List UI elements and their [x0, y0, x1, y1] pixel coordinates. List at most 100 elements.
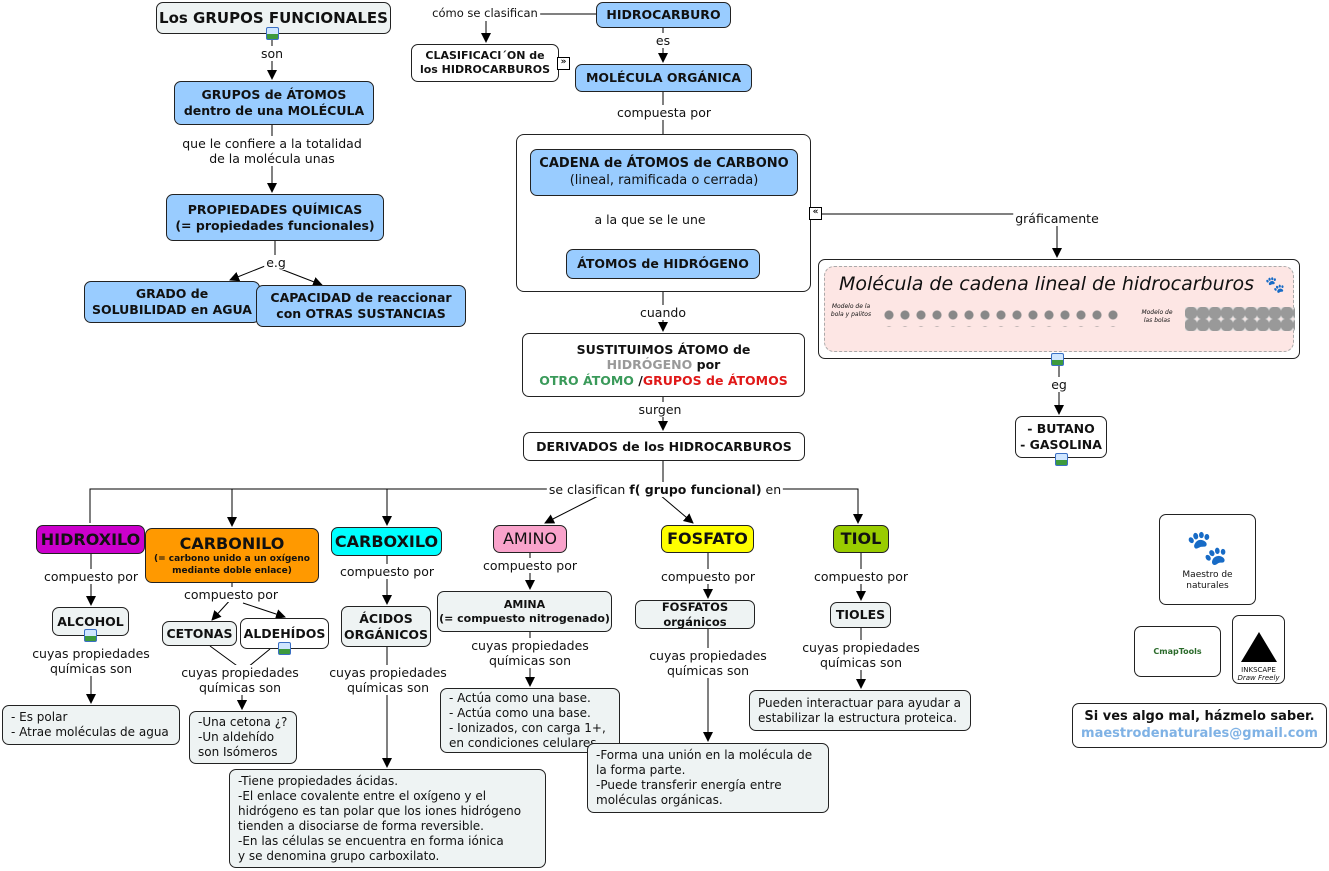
text: -Forma una unión en la molécula de: [596, 748, 813, 762]
text: estabilizar la estructura proteica.: [758, 710, 957, 725]
text: -Puede transferir energía entre: [596, 778, 782, 792]
text: DERIVADOS de los HIDROCARBUROS: [536, 438, 792, 454]
text: químicas son: [488, 653, 572, 668]
text: -Un aldehído: [198, 730, 275, 744]
text: CAPACIDAD de reaccionar: [270, 290, 452, 306]
image-icon[interactable]: [1055, 453, 1068, 466]
maestro-logo[interactable]: 🐾Maestro de naturales: [1159, 514, 1256, 605]
node-propiedades-quimicas[interactable]: PROPIEDADES QUÍMICAS(= propiedades funci…: [166, 194, 384, 241]
node-tiol[interactable]: TIOL: [833, 525, 889, 553]
text: Modelo de las bolas: [1141, 309, 1173, 324]
text: CARBONILO: [179, 534, 285, 554]
image-icon[interactable]: [266, 27, 279, 40]
node-props-carboxilo[interactable]: -Tiene propiedades ácidas.-El enlace cov…: [229, 769, 546, 868]
text: cuyas propiedades: [329, 665, 447, 680]
node-fosfatos-organicos[interactable]: FOSFATOS orgánicos: [635, 600, 755, 629]
text: los HIDROCARBUROS: [419, 63, 551, 76]
molecule-image: Molécula de cadena lineal de hidrocarbur…: [824, 266, 1295, 352]
text: -El enlace covalente entre el oxígeno y …: [238, 788, 487, 803]
node-fosfato[interactable]: FOSFATO: [661, 525, 754, 553]
node-derivados[interactable]: DERIVADOS de los HIDROCARBUROS: [523, 432, 805, 461]
text: (= propiedades funcionales): [175, 217, 375, 233]
text: /: [633, 372, 643, 388]
node-props-hidroxilo[interactable]: - Es polar- Atrae moléculas de agua: [2, 705, 180, 745]
node-cetonas[interactable]: CETONAS: [162, 621, 237, 646]
text: de la molécula unas: [209, 151, 335, 166]
inkscape-icon: [1240, 631, 1277, 662]
text: SUSTITUIMOS ÁTOMO de: [576, 341, 751, 357]
cmaptools-logo[interactable]: CmapTools: [1134, 626, 1221, 677]
node-cadena-carbono[interactable]: CADENA de ÁTOMOS de CARBONO(lineal, rami…: [530, 149, 798, 196]
text: mediante doble enlace): [172, 565, 292, 576]
text: (lineal, ramificada o cerrada): [569, 172, 759, 188]
submap-link-icon[interactable]: »: [557, 57, 570, 70]
text: moléculas orgánicas.: [596, 793, 723, 807]
node-amino[interactable]: AMINO: [493, 525, 567, 553]
text: HIDRÓGENO: [606, 357, 693, 373]
contact-node[interactable]: Si ves algo mal, házmelo saber.maestrode…: [1072, 703, 1327, 748]
node-hidroxilo[interactable]: HIDROXILO: [36, 525, 145, 554]
node-props-amino[interactable]: - Actúa como una base.- Actúa como una b…: [440, 688, 620, 753]
node-image-molecula[interactable]: Molécula de cadena lineal de hidrocarbur…: [818, 259, 1300, 359]
node-carboxilo[interactable]: CARBOXILO: [331, 527, 442, 556]
text: ÁCIDOS: [359, 610, 413, 626]
text: que le confiere a la totalidad: [182, 136, 362, 151]
node-atomos-hidrogeno[interactable]: ÁTOMOS de HIDRÓGENO: [566, 249, 760, 279]
text: FOSFATO: [667, 529, 748, 548]
text: - Ionizados, con carga 1+,: [449, 720, 606, 735]
image-icon[interactable]: [84, 629, 97, 642]
image-icon[interactable]: [278, 642, 291, 655]
paw-icon: 🐾: [1186, 528, 1229, 568]
paw-logo-icon: 🐾: [1265, 275, 1285, 294]
link-graficamente: gráficamente: [1013, 211, 1101, 226]
node-tioles[interactable]: TIOLES: [830, 602, 891, 628]
image-icon[interactable]: [1051, 353, 1064, 366]
text: hidrógeno es tan polar que los iones hid…: [238, 803, 522, 818]
node-molecula-organica[interactable]: MOLÉCULA ORGÁNICA: [575, 64, 752, 92]
text: -En las células se encuentra en forma ió…: [238, 833, 504, 848]
text: -Una cetona ¿?: [198, 715, 288, 729]
email-link[interactable]: maestrodenaturales@gmail.com: [1081, 725, 1318, 741]
text: AMINA: [503, 597, 546, 611]
text: (= compuesto nitrogenado): [439, 611, 610, 625]
text: cuyas propiedades: [802, 640, 920, 655]
text: GRUPOS de ÁTOMOS: [642, 372, 788, 388]
node-sustituimos[interactable]: SUSTITUIMOS ÁTOMO de HIDRÓGENO por OTRO …: [522, 333, 805, 397]
text: cuyas propiedades: [471, 638, 589, 653]
text: TIOL: [840, 529, 882, 548]
node-hidrocarburo[interactable]: HIDROCARBURO: [596, 2, 731, 28]
node-ejemplos[interactable]: - BUTANO- GASOLINA: [1015, 416, 1107, 458]
text: y se denomina grupo carboxilato.: [238, 848, 440, 863]
text: dentro de una MOLÉCULA: [183, 103, 365, 118]
text: cuyas propiedades: [32, 646, 150, 661]
text: ALCOHOL: [57, 613, 124, 629]
text: Maestro de naturales: [1182, 569, 1233, 591]
node-amina[interactable]: AMINA(= compuesto nitrogenado): [437, 591, 612, 632]
text: HIDROXILO: [40, 529, 141, 549]
link-es: es: [653, 33, 673, 48]
text: - Atrae moléculas de agua: [11, 725, 169, 739]
text: químicas son: [198, 680, 282, 695]
text: SOLUBILIDAD en AGUA: [92, 302, 252, 317]
link-compuesta-por: compuesta por: [614, 105, 714, 120]
text: Modelo de la bola y palitos: [830, 303, 872, 318]
text: CmapTools: [1153, 646, 1202, 656]
submap-link-icon[interactable]: «: [809, 207, 822, 220]
text: OTRO ÁTOMO: [539, 372, 634, 388]
text: - BUTANO: [1027, 421, 1095, 437]
